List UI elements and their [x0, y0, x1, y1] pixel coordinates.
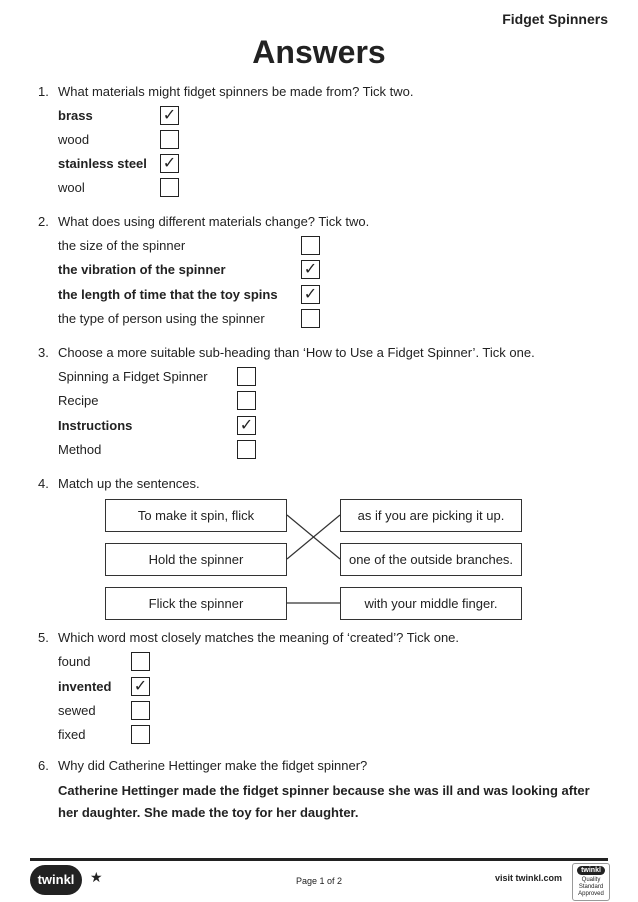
option-label: brass	[58, 108, 93, 123]
option-label: stainless steel	[58, 156, 147, 171]
match-right-box[interactable]: with your middle finger.	[340, 587, 522, 620]
question-text: Why did Catherine Hettinger make the fid…	[58, 758, 368, 773]
option-label: invented	[58, 679, 112, 694]
option-label: found	[58, 654, 91, 669]
tick-box[interactable]	[237, 367, 256, 386]
match-left-box[interactable]: Flick the spinner	[105, 587, 287, 620]
tick-box-checked[interactable]: ✓	[237, 416, 256, 435]
tick-box[interactable]	[131, 725, 150, 744]
match-right-box[interactable]: one of the outside branches.	[340, 543, 522, 576]
question-text: Match up the sentences.	[58, 476, 200, 491]
option-label: Method	[58, 442, 102, 457]
tick-box[interactable]	[237, 440, 256, 459]
tick-box[interactable]	[131, 701, 150, 720]
question-number: 3.	[38, 345, 49, 360]
tick-box-checked[interactable]: ✓	[301, 260, 320, 279]
match-left-box[interactable]: To make it spin, flick	[105, 499, 287, 532]
tick-box-checked[interactable]: ✓	[301, 285, 320, 304]
tick-box-checked[interactable]: ✓	[131, 677, 150, 696]
badge-text: Quality Standard Approved	[578, 877, 604, 897]
badge-logo: twinkl	[577, 866, 605, 875]
option-label: the length of time that the toy spins	[58, 287, 278, 302]
topic-header: Fidget Spinners	[502, 11, 608, 27]
question-text: What materials might fidget spinners be …	[58, 84, 414, 99]
match-right-box[interactable]: as if you are picking it up.	[340, 499, 522, 532]
option-label: the vibration of the spinner	[58, 262, 226, 277]
tick-box[interactable]	[160, 178, 179, 197]
tick-box-checked[interactable]: ✓	[160, 154, 179, 173]
tick-box[interactable]	[301, 236, 320, 255]
option-label: wood	[58, 132, 90, 147]
tick-box[interactable]	[301, 309, 320, 328]
option-label: sewed	[58, 703, 96, 718]
tick-box[interactable]	[237, 391, 256, 410]
question-text: Which word most closely matches the mean…	[58, 630, 460, 645]
option-label: fixed	[58, 727, 86, 742]
option-label: Spinning a Fidget Spinner	[58, 369, 208, 384]
tick-box[interactable]	[160, 130, 179, 149]
option-label: Instructions	[58, 418, 133, 433]
match-left-box[interactable]: Hold the spinner	[105, 543, 287, 576]
footer-divider	[30, 858, 608, 861]
question-number: 6.	[38, 758, 49, 773]
tick-box[interactable]	[131, 652, 150, 671]
star-icon: ★	[90, 869, 103, 885]
question-text: Choose a more suitable sub-heading than …	[58, 345, 535, 360]
answer-line-2: her daughter. She made the toy for her d…	[58, 805, 359, 820]
question-number: 5.	[38, 630, 49, 645]
option-label: the size of the spinner	[58, 238, 186, 253]
option-label: Recipe	[58, 393, 99, 408]
visit-link[interactable]: visit twinkl.com	[494, 873, 562, 883]
question-text: What does using different materials chan…	[58, 214, 370, 229]
answer-line-1: Catherine Hettinger made the fidget spin…	[58, 783, 590, 798]
option-label: wool	[58, 180, 85, 195]
twinkl-logo: twinkl	[30, 865, 82, 895]
page-number: Page 1 of 2	[295, 876, 343, 886]
answer-text: Catherine Hettinger made the fidget spin…	[58, 780, 608, 824]
tick-box-checked[interactable]: ✓	[160, 106, 179, 125]
option-label: the type of person using the spinner	[58, 311, 265, 326]
question-number: 1.	[38, 84, 49, 99]
question-number: 4.	[38, 476, 49, 491]
page-title: Answers	[252, 34, 386, 70]
match-line	[286, 514, 341, 560]
question-number: 2.	[38, 214, 49, 229]
